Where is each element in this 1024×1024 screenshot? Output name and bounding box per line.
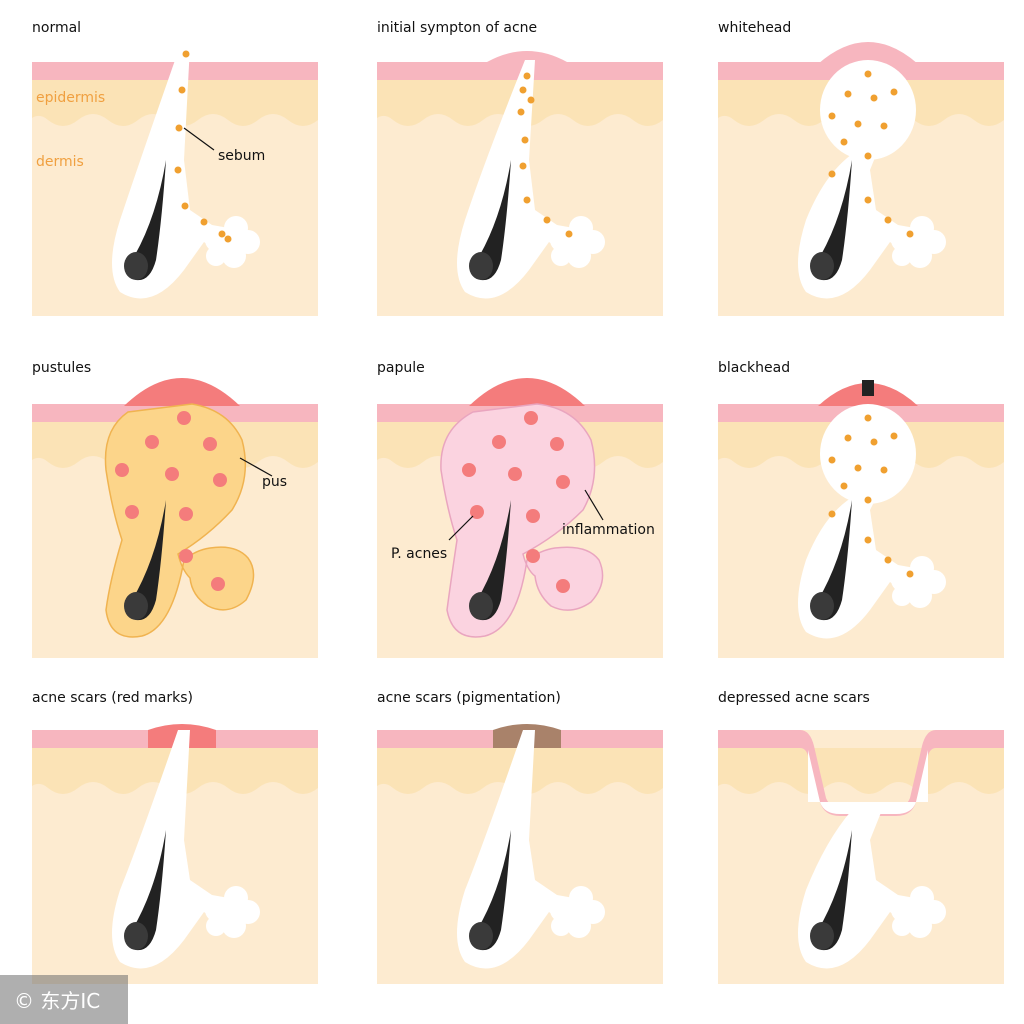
pustules-illustration: pus <box>32 378 318 658</box>
blackhead-illustration <box>718 380 1004 658</box>
panel-pigmentation: acne scars (pigmentation) <box>377 690 663 1010</box>
p-acnes-label: P. acnes <box>391 546 447 562</box>
panel-title: normal <box>32 20 82 36</box>
inflammation-label: inflammation <box>562 522 655 538</box>
panel-depressed: depressed acne scars <box>718 690 1004 1010</box>
panel-papule: papule inflammation P. acnes <box>377 360 663 680</box>
panel-whitehead: whitehead <box>718 20 1004 340</box>
panel-blackhead: blackhead <box>718 360 1004 680</box>
red-marks-illustration <box>32 724 318 984</box>
panel-pustules: pustules pus <box>32 360 318 680</box>
whitehead-illustration <box>718 42 1004 316</box>
watermark: © 东方IC <box>0 975 128 1024</box>
panel-title: depressed acne scars <box>718 690 870 706</box>
panel-title: whitehead <box>718 20 792 36</box>
normal-illustration: sebum epidermis dermis <box>32 46 318 316</box>
epidermis-label: epidermis <box>36 90 105 106</box>
depressed-illustration <box>718 730 1004 984</box>
sebum-label: sebum <box>218 148 265 164</box>
panel-title: papule <box>377 360 425 376</box>
pigmentation-illustration <box>377 724 663 984</box>
papule-illustration: inflammation P. acnes <box>377 378 663 658</box>
panel-normal: normal sebum epidermis dermis <box>32 20 318 340</box>
panel-title: initial sympton of acne <box>377 20 538 36</box>
dermis-label: dermis <box>36 154 84 170</box>
panel-title: acne scars (pigmentation) <box>377 690 561 706</box>
panel-title: acne scars (red marks) <box>32 690 193 706</box>
panel-title: blackhead <box>718 360 791 376</box>
pus-label: pus <box>262 474 287 490</box>
panel-red-marks: acne scars (red marks) <box>32 690 318 1010</box>
panel-initial: initial sympton of acne <box>377 20 663 340</box>
initial-illustration <box>377 51 663 316</box>
panel-title: pustules <box>32 360 92 376</box>
